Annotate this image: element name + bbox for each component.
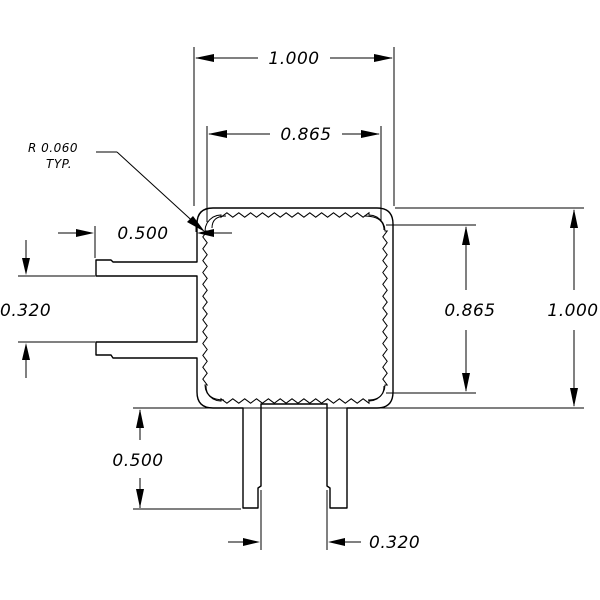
dim-top-inner: 0.865 — [206, 125, 382, 222]
dim-right-inner-label: 0.865 — [444, 301, 495, 321]
dim-left-tab: 0.500 — [58, 224, 232, 258]
dim-right-outer: 1.000 — [133, 207, 598, 409]
radius-note: R 0.060 TYP. — [28, 141, 205, 232]
dim-left-gap-label: 0.320 — [0, 301, 51, 321]
dim-left-gap: 0.320 — [0, 240, 95, 378]
dim-bottom-leg-label: 0.500 — [112, 451, 163, 471]
dim-bottom-leg: 0.500 — [112, 409, 241, 510]
dim-right-inner: 0.865 — [386, 224, 495, 394]
tube-inner-serrated-wall — [202, 211, 389, 405]
dim-bottom-gap: 0.320 — [228, 490, 420, 553]
radius-note-value: R 0.060 — [28, 141, 78, 155]
dim-right-outer-label: 1.000 — [547, 301, 598, 321]
dim-left-tab-label: 0.500 — [117, 224, 168, 244]
radius-note-typ: TYP. — [46, 157, 72, 171]
dim-bottom-gap-label: 0.320 — [369, 533, 420, 553]
dim-top-outer: 1.000 — [193, 47, 395, 206]
dim-top-inner-label: 0.865 — [280, 125, 331, 145]
dim-top-outer-label: 1.000 — [268, 49, 319, 69]
tube-inner-edge — [205, 215, 385, 401]
